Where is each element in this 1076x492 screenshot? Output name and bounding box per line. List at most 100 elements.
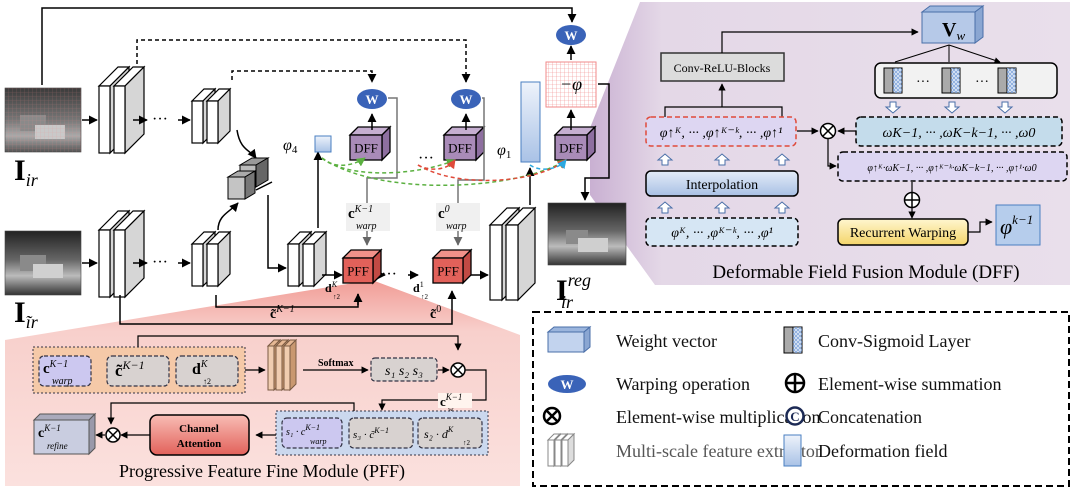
pff-title: Progressive Feature Fine Module (PFF) (119, 461, 405, 482)
legend-item: Deformation field (783, 434, 947, 467)
dff-cube-2: DFF (442, 125, 486, 162)
top-connections (41, 7, 577, 85)
phi-output (995, 204, 1041, 246)
svg-text:DFF: DFF (354, 141, 378, 156)
svg-text:cK−1: cK−1 (440, 392, 462, 409)
negative-phi-field: −φ (545, 61, 597, 108)
phi-row (645, 217, 799, 247)
svg-text:warp: warp (446, 221, 467, 232)
pff-module: cK−1 warp c̃K−1 dK ↑2 Softmax s₁ s₂ s₃ c… (32, 335, 489, 482)
svg-text:Conv-ReLU-Blocks: Conv-ReLU-Blocks (674, 61, 771, 75)
cwarp-label-k1: cK−1 warp (346, 203, 390, 232)
svg-text:s₁ · cK−1: s₁ · cK−1 (286, 423, 320, 438)
sum-op (903, 191, 921, 209)
label-d-1-sub: ↑2 (421, 293, 429, 301)
svg-text:φᴷ, ··· ,φᴷ⁻ᵏ, ··· ,φ¹: φᴷ, ··· ,φᴷ⁻ᵏ, ··· ,φ¹ (671, 226, 773, 241)
dots-encoder: ··· ··· ··· (152, 111, 397, 283)
deformation-field-phi4 (314, 135, 332, 153)
input-image-ir (4, 87, 82, 153)
feature-extractor-ir-2 (190, 87, 232, 145)
svg-text:warp: warp (310, 437, 326, 446)
svg-text:Softmax: Softmax (318, 358, 354, 369)
product-row (837, 151, 1068, 182)
label-phi4: φ4 (283, 137, 298, 156)
legend-label: Element-wise multiplication (616, 407, 820, 427)
svg-text:W: W (565, 28, 578, 43)
vw-block: Vw (920, 5, 985, 44)
legend-label: Deformation field (818, 441, 947, 461)
svg-text:W: W (460, 92, 473, 107)
svg-text:↑2: ↑2 (463, 439, 471, 447)
output-image-registered (547, 202, 627, 266)
svg-text:C: C (790, 409, 799, 424)
legend-label: Concatenation (818, 407, 922, 427)
feature-extractors (97, 65, 537, 302)
conv-sigmoid-icon (783, 326, 803, 354)
feature-extractor-icon (546, 432, 576, 468)
svg-text:−φ: −φ (560, 74, 582, 94)
weight-vector-icon (546, 325, 592, 354)
svg-text:···: ··· (975, 75, 989, 90)
label-ir: Iir (14, 154, 39, 190)
svg-text:cK−1: cK−1 (348, 204, 373, 222)
legend-item: Multi-scale feature extractor (546, 432, 821, 468)
legend-label: Warping operation (616, 374, 750, 394)
legend-item: Element-wise multiplication (542, 406, 820, 427)
svg-text:warp: warp (52, 376, 73, 387)
dff-title: Deformable Field Fusion Module (DFF) (712, 262, 1019, 283)
feature-extractor-irt-2 (190, 230, 232, 288)
pff-in-ctilde (106, 355, 170, 387)
svg-text:cK−1: cK−1 (38, 423, 61, 441)
svg-text:···: ··· (381, 266, 397, 283)
warp-connections (119, 45, 610, 325)
svg-text:↑2: ↑2 (203, 377, 211, 386)
feature-extractor-irt-3 (286, 230, 328, 288)
concat-icon: C (785, 406, 805, 426)
legend-item: C Concatenation (785, 406, 922, 427)
interpolation-block (645, 170, 799, 197)
warp-op-final: W (556, 25, 586, 45)
warping-icon: W (548, 375, 586, 393)
feature-extractor-irt-1 (97, 209, 146, 299)
legend-item: Conv-Sigmoid Layer (783, 326, 970, 354)
svg-text:W: W (561, 377, 574, 392)
pff-scores (370, 357, 438, 382)
svg-text:refine: refine (47, 441, 68, 451)
svg-text:Vw: Vw (942, 19, 965, 43)
refine-output-cube: cK−1 refine (32, 412, 97, 456)
legend-item: Weight vector (546, 325, 717, 354)
svg-text:c̃K−1: c̃K−1 (115, 358, 145, 380)
dff-feed-curves (321, 157, 567, 187)
svg-text:Interpolation: Interpolation (686, 178, 758, 193)
svg-text:w: w (448, 405, 454, 414)
legend-label: Element-wise summation (818, 374, 1001, 394)
dots-dff: ··· (418, 150, 434, 167)
svg-text:c0: c0 (438, 204, 450, 222)
cwarp-label-0: c0 warp (436, 203, 480, 232)
label-phi1: φ1 (497, 142, 511, 161)
label-d-k: dK (325, 280, 338, 295)
svg-text:warp: warp (356, 221, 377, 232)
dff-module: Vw Conv-ReLU-Blocks ··· ··· φ↑ᴷ, ··· ,φ↑… (645, 5, 1068, 283)
pff-in-cwarp (38, 355, 92, 387)
label-ctilde-k1: c̃K−1 (270, 304, 295, 322)
legend-label: Weight vector (616, 331, 717, 351)
label-ctilde-0: c̃0 (430, 304, 441, 322)
concat-block (226, 157, 273, 200)
pff-cube-1: PFF (341, 248, 383, 285)
legend-item: W Warping operation (548, 374, 750, 394)
svg-text:φ↑ᴷ·ωK−1, ··· ,φ↑ᴷ⁻ᵏ·ωK−k−1, ·: φ↑ᴷ·ωK−1, ··· ,φ↑ᴷ⁻ᵏ·ωK−k−1, ··· ,φ↑¹·ω0 (867, 163, 1036, 174)
label-d-k-sub: ↑2 (333, 293, 341, 301)
label-ir-tilde: Iĩr (14, 296, 39, 332)
svg-text:s₁ s₂ s₃: s₁ s₂ s₃ (385, 364, 423, 379)
svg-text:dK: dK (192, 359, 209, 378)
svg-text:DFF: DFF (559, 141, 583, 156)
dff-cube-1: DFF (348, 125, 392, 162)
label-d-1: d1 (413, 280, 424, 295)
warp-op-2: W (451, 89, 481, 109)
deformation-field-icon (783, 434, 802, 467)
svg-text:Attention: Attention (177, 438, 222, 450)
times-circle-icon (542, 406, 562, 426)
